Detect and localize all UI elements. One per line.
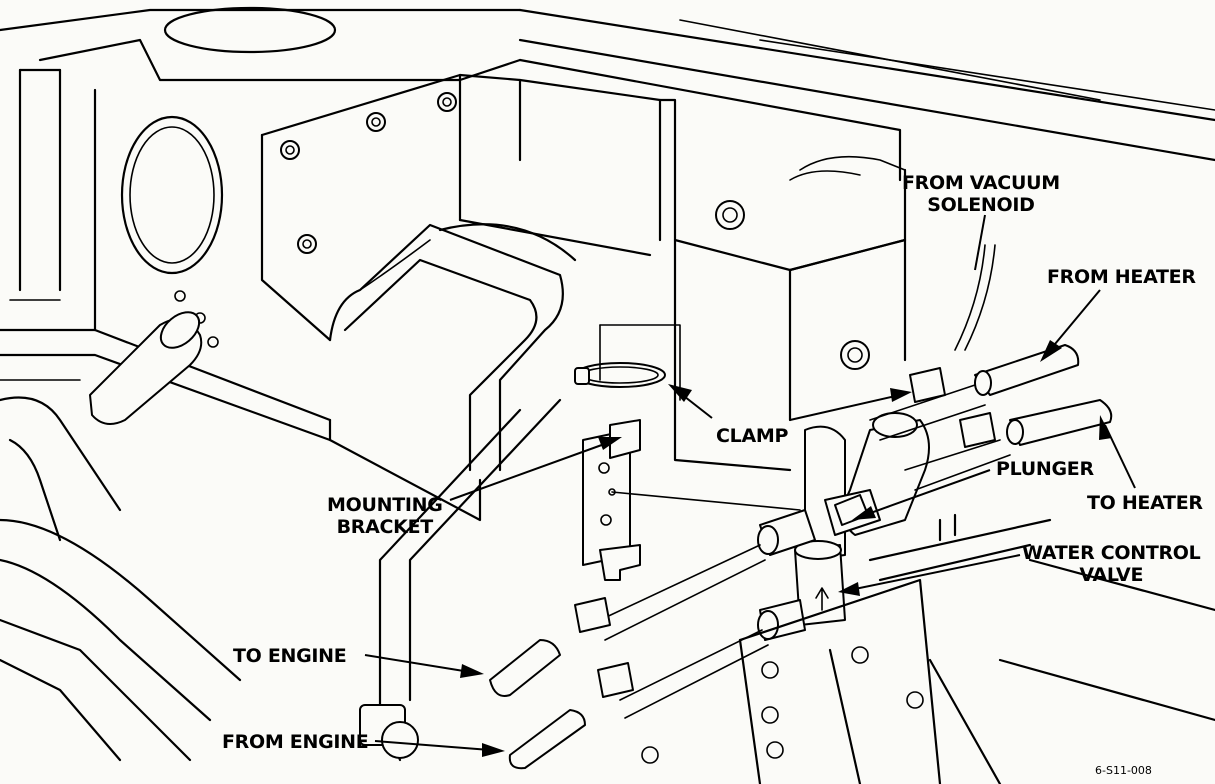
label-from-heater: FROM HEATER: [1047, 266, 1196, 288]
clamp-drawing: [574, 324, 681, 401]
water-control-valve-drawing: [757, 412, 930, 641]
label-plunger: PLUNGER: [996, 458, 1094, 480]
firewall-structure: [0, 6, 1215, 762]
label-from-vacuum-solenoid-text: FROM VACUUM SOLENOID: [902, 172, 1060, 216]
engine-hoses-drawing: [359, 544, 769, 770]
label-water-control-valve: WATER CONTROL VALVE: [1022, 542, 1201, 586]
label-to-heater: TO HEATER: [1087, 492, 1203, 514]
mounting-bracket-drawing: [582, 419, 801, 581]
label-to-engine: TO ENGINE: [233, 645, 347, 667]
label-clamp: CLAMP: [716, 425, 789, 447]
label-mounting-bracket: MOUNTING BRACKET: [327, 494, 443, 538]
leader-lines: [364, 214, 1136, 757]
label-from-vacuum-solenoid: FROM VACUUM SOLENOID: [902, 172, 1060, 216]
heater-housing: [260, 73, 907, 762]
heater-hoses-drawing: [869, 244, 1113, 491]
label-from-engine: FROM ENGINE: [222, 731, 369, 753]
figure-id: 6-S11-008: [1095, 764, 1152, 777]
lower-right-plate: [641, 513, 1215, 784]
